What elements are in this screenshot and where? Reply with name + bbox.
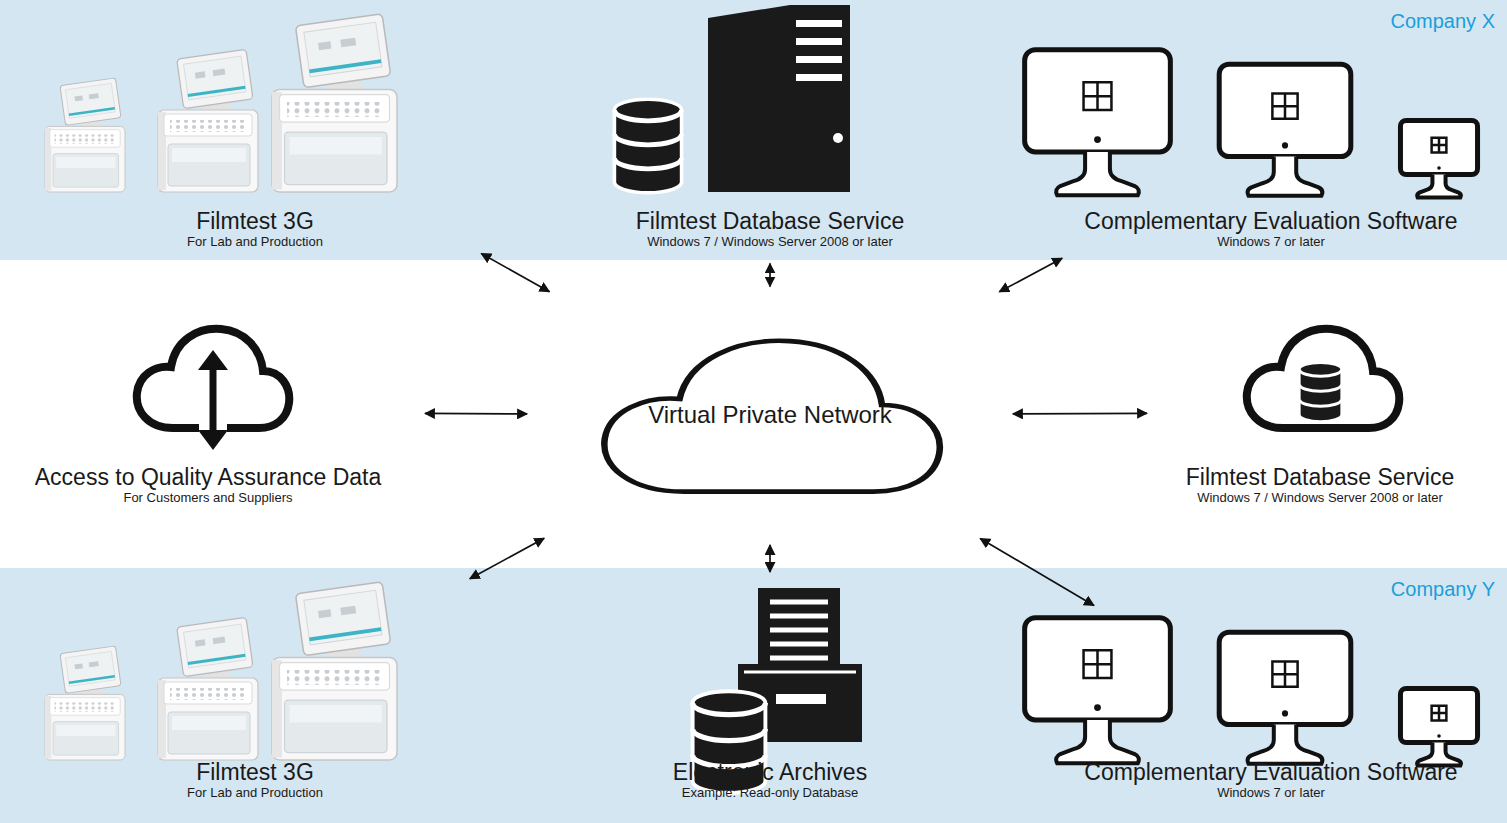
- vpn-cloud: Virtual Private Network: [540, 298, 1000, 532]
- double-arrow: [769, 545, 771, 572]
- node-title: Access to Quality Assurance Data: [35, 464, 381, 490]
- node-subtitle: For Customers and Suppliers: [123, 490, 292, 506]
- node-title: Complementary Evaluation Software: [1084, 208, 1457, 234]
- instrument-node: Filmtest 3GFor Lab and Production: [40, 2, 470, 252]
- instrument-icons: [45, 14, 397, 192]
- monitor-icons: [1025, 618, 1478, 766]
- double-arrow: [769, 264, 771, 287]
- band-ground: [0, 0, 1507, 260]
- company-band: Company Y Filmtest 3GFor Lab and Producti…: [0, 568, 1507, 823]
- company-band: Company X Filmtest 3GFor Lab and Producti…: [0, 0, 1507, 260]
- double-arrow: [980, 539, 1094, 606]
- database-server-node: Filmtest Database ServiceWindows 7 / Win…: [600, 2, 940, 252]
- node-subtitle: Windows 7 / Windows Server 2008 or later: [1197, 490, 1443, 506]
- cloud-transfer-icon: [137, 329, 289, 450]
- node-subtitle: Windows 7 / Windows Server 2008 or later: [647, 234, 893, 250]
- archive-node: Electronic ArchivesExample: Read-only Da…: [600, 585, 940, 807]
- access-node: Access to Quality Assurance DataFor Cust…: [4, 315, 412, 510]
- double-arrow: [999, 258, 1062, 292]
- node-subtitle: Windows 7 or later: [1217, 234, 1325, 250]
- node-title: Filmtest Database Service: [1186, 464, 1454, 490]
- double-arrow: [425, 413, 527, 415]
- server-icon: [614, 5, 850, 193]
- node-subtitle: Example: Read-only Database: [682, 785, 858, 801]
- node-title: Filmtest 3G: [196, 208, 314, 234]
- node-title: Complementary Evaluation Software: [1084, 759, 1457, 785]
- node-title: Electronic Archives: [673, 759, 867, 785]
- double-arrow: [1013, 412, 1147, 414]
- cloud-database-node: Filmtest Database ServiceWindows 7 / Win…: [1160, 315, 1480, 510]
- node-subtitle: For Lab and Production: [187, 785, 323, 801]
- instrument-node: Filmtest 3GFor Lab and Production: [40, 585, 470, 807]
- company-name: Company X: [1391, 9, 1496, 33]
- node-title: Filmtest 3G: [196, 759, 314, 785]
- double-arrow: [470, 538, 544, 579]
- instrument-icons: [45, 582, 397, 760]
- double-arrow: [481, 254, 549, 292]
- cloud-database-icon: [1247, 329, 1399, 428]
- node-title: Filmtest Database Service: [636, 208, 904, 234]
- node-subtitle: For Lab and Production: [187, 234, 323, 250]
- software-node: Complementary Evaluation SoftwareWindows…: [1050, 612, 1492, 807]
- company-name: Company Y: [1391, 577, 1495, 601]
- software-node: Complementary Evaluation SoftwareWindows…: [1050, 40, 1492, 252]
- monitor-icons: [1025, 50, 1478, 198]
- node-title: Virtual Private Network: [648, 401, 892, 429]
- band-ground: [0, 568, 1507, 823]
- node-subtitle: Windows 7 or later: [1217, 785, 1325, 801]
